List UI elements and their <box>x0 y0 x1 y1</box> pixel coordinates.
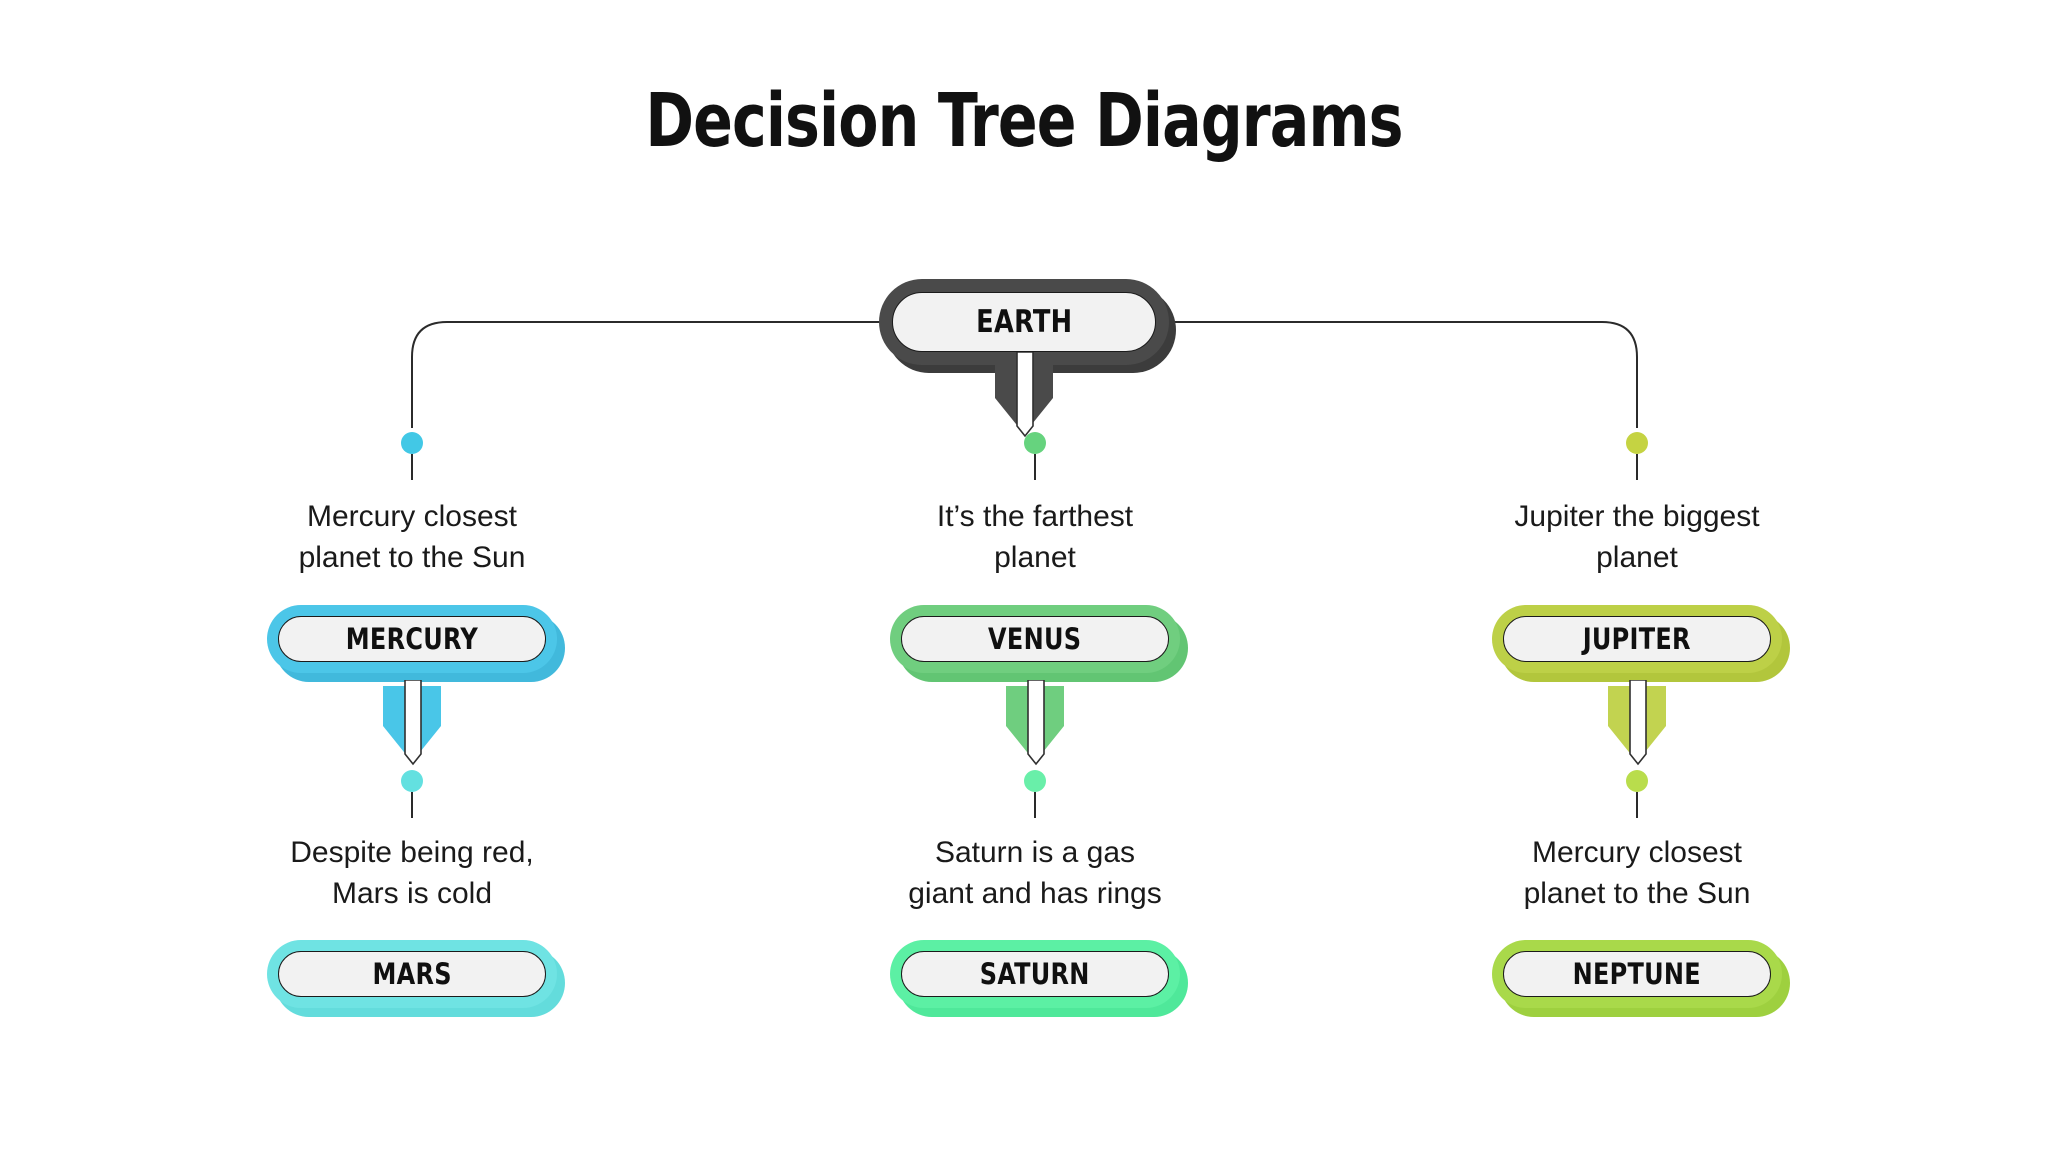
node-body: SATURN <box>901 951 1169 997</box>
arrow-shaft <box>404 679 422 766</box>
node-body: EARTH <box>892 292 1156 352</box>
node-venus[interactable]: VENUS <box>890 605 1188 682</box>
arrow-shaft <box>1016 351 1034 438</box>
branch-description-top: Jupiter the biggest planet <box>1514 500 1760 574</box>
connector-stem-bottom <box>1034 792 1036 818</box>
arrow-shaft <box>1629 679 1647 766</box>
connector-dot-bottom <box>1626 770 1648 792</box>
connector-stem-top <box>1034 454 1036 480</box>
branch-description-bottom: Saturn is a gas giant and has rings <box>908 836 1162 910</box>
node-body: MARS <box>278 951 546 997</box>
node-root-earth[interactable]: EARTH <box>879 279 1176 373</box>
page-title: Decision Tree Diagrams <box>645 78 1403 164</box>
arrow-down <box>377 679 447 776</box>
node-neptune[interactable]: NEPTUNE <box>1492 940 1790 1017</box>
connector-dot-bottom <box>1024 770 1046 792</box>
connector-dot-bottom <box>401 770 423 792</box>
node-label: EARTH <box>975 304 1073 340</box>
node-mercury[interactable]: MERCURY <box>267 605 565 682</box>
connector-left <box>411 321 885 428</box>
node-label: JUPITER <box>1582 622 1692 656</box>
node-body: VENUS <box>901 616 1169 662</box>
node-label: MARS <box>372 957 452 991</box>
connector-dot-top <box>401 432 423 454</box>
arrow-down <box>1602 679 1672 776</box>
arrow-root-down <box>989 351 1059 448</box>
node-mars[interactable]: MARS <box>267 940 565 1017</box>
node-label: MERCURY <box>345 622 479 656</box>
node-label: SATURN <box>980 957 1090 991</box>
connector-dot-top <box>1024 432 1046 454</box>
arrow-shaft <box>1027 679 1045 766</box>
node-body: JUPITER <box>1503 616 1771 662</box>
connector-stem-bottom <box>1636 792 1638 818</box>
branch-description-bottom: Despite being red, Mars is cold <box>290 836 534 910</box>
node-jupiter[interactable]: JUPITER <box>1492 605 1790 682</box>
node-body: MERCURY <box>278 616 546 662</box>
connector-stem-bottom <box>411 792 413 818</box>
node-saturn[interactable]: SATURN <box>890 940 1188 1017</box>
node-label: NEPTUNE <box>1572 957 1702 991</box>
connector-right <box>1163 321 1638 428</box>
branch-description-top: It’s the farthest planet <box>936 500 1134 574</box>
node-body: NEPTUNE <box>1503 951 1771 997</box>
connector-stem-top <box>411 454 413 480</box>
branch-description-bottom: Mercury closest planet to the Sun <box>1523 836 1751 910</box>
node-label: VENUS <box>988 622 1082 656</box>
branch-description-top: Mercury closest planet to the Sun <box>298 500 526 574</box>
connector-stem-top <box>1636 454 1638 480</box>
connector-dot-top <box>1626 432 1648 454</box>
arrow-down <box>1000 679 1070 776</box>
